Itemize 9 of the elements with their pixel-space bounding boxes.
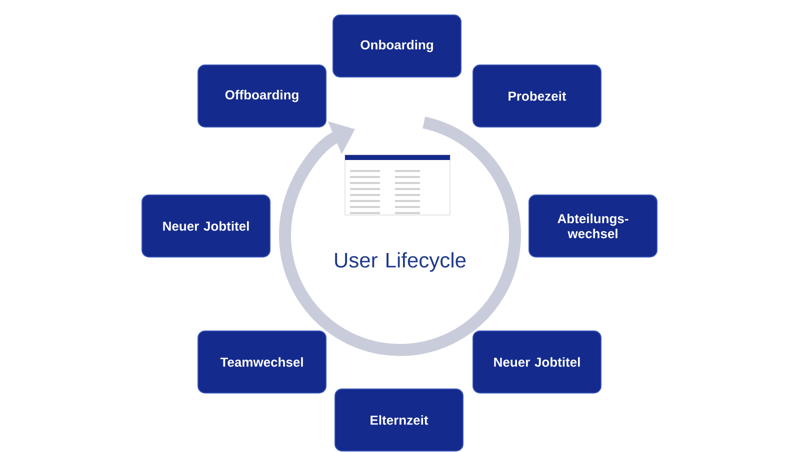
stage-box: Abteilungs-wechsel (528, 194, 658, 258)
stage-box: Probezeit (472, 64, 602, 128)
stage-box: Elternzeit (334, 388, 464, 452)
stage-box: Neuer Jobtitel (142, 194, 270, 258)
center-title: User Lifecycle (335, 252, 466, 272)
stage-box: Onboarding (332, 14, 462, 78)
stage-box: Offboarding (198, 64, 326, 128)
stage-box: Neuer Jobtitel (472, 330, 602, 394)
stage-box: Teamwechsel (198, 330, 326, 394)
